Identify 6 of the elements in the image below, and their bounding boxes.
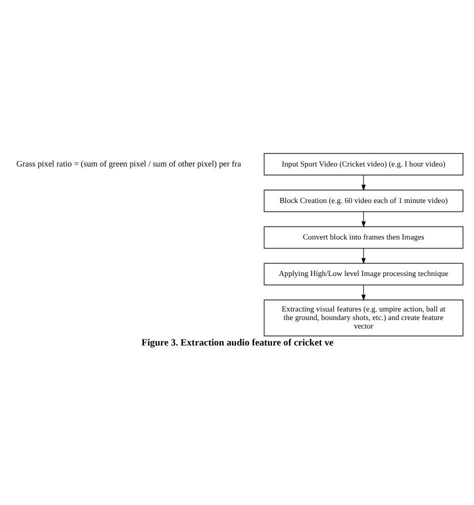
arrow bbox=[361, 248, 366, 264]
arrow bbox=[361, 174, 366, 191]
arrow bbox=[361, 211, 366, 228]
arrow bbox=[361, 284, 366, 301]
label: Grass pixel ratio = (sum of green pixel / sum of other pixel) per fra bbox=[16, 159, 242, 168]
caption: Figure 3. Extraction audio feature of cricket ve bbox=[142, 337, 334, 348]
